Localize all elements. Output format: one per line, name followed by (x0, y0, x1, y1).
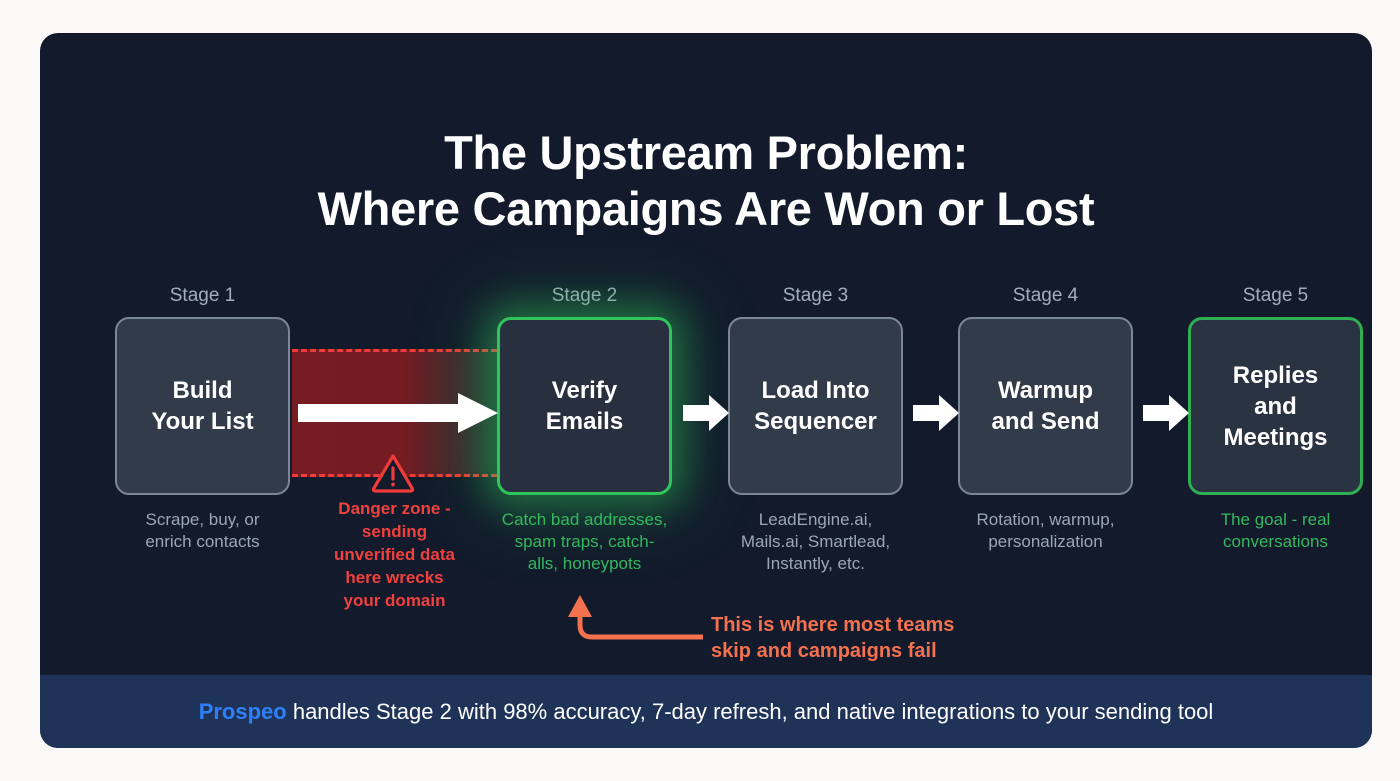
stage-4-label: Stage 4 (1012, 285, 1079, 306)
arrow-stage-1-to-2 (298, 393, 498, 433)
danger-line-3: unverified data (334, 545, 455, 564)
stage-4[interactable]: Stage 4 Warmup and Send Rotation, warmup… (958, 285, 1133, 553)
stage-5-title-line-2: and (1254, 392, 1297, 420)
stage-1-box[interactable]: Build Your List (115, 317, 290, 495)
title-line-2: Where Campaigns Are Won or Lost (317, 182, 1095, 235)
footer-bar: Prospeo handles Stage 2 with 98% accurac… (40, 675, 1372, 748)
stage-3-sub-line-1: LeadEngine.ai, (758, 510, 873, 529)
stage-4-sub-line-2: personalization (988, 532, 1103, 551)
stage-2-label: Stage 2 (551, 285, 618, 306)
callout-line-1: This is where most teams (711, 614, 955, 636)
stage-1-description: Scrape, buy, or enrich contacts (115, 509, 290, 553)
stage-1-title-line-2: Your List (151, 408, 254, 435)
stage-2-sub-line-3: alls, honeypots (527, 554, 642, 573)
stage-2-box[interactable]: Verify Emails (497, 317, 672, 495)
stage-4-box[interactable]: Warmup and Send (958, 317, 1133, 495)
stage-2-sub-line-2: spam traps, catch- (514, 532, 655, 551)
stage-5-sub-line-1: The goal - real (1220, 510, 1331, 529)
stage-5-title-line-3: Meetings (1223, 423, 1328, 451)
callout-elbow-arrow-icon (568, 593, 706, 653)
stage-5-title-line-1: Replies (1232, 361, 1319, 389)
danger-line-4: here wrecks (345, 568, 444, 587)
title-line-1: The Upstream Problem: (444, 126, 968, 179)
stage-1-sub-line-2: enrich contacts (145, 532, 260, 551)
stage-3[interactable]: Stage 3 Load Into Sequencer LeadEngine.a… (728, 285, 903, 575)
warning-triangle-icon (370, 451, 416, 493)
stage-2[interactable]: Stage 2 Verify Emails Catch bad addresse… (497, 285, 672, 575)
stage-1[interactable]: Stage 1 Build Your List Scrape, buy, or … (115, 285, 290, 553)
arrow-stage-2-to-3 (683, 395, 729, 431)
stage-1-label: Stage 1 (169, 285, 236, 306)
stage-2-sub-line-1: Catch bad addresses, (501, 510, 668, 529)
danger-zone-text: Danger zone - sending unverified data he… (292, 497, 497, 612)
footer-message: Prospeo handles Stage 2 with 98% accurac… (199, 699, 1214, 725)
callout-line-2: skip and campaigns fail (711, 640, 937, 662)
callout-text: This is where most teams skip and campai… (711, 612, 954, 664)
danger-line-1: Danger zone - (338, 499, 451, 518)
stage-5-label: Stage 5 (1242, 285, 1309, 306)
danger-line-2: sending (361, 522, 428, 541)
page-title: The Upstream Problem: Where Campaigns Ar… (40, 125, 1372, 237)
infographic-card: The Upstream Problem: Where Campaigns Ar… (40, 33, 1372, 748)
stage-3-title-line-2: Sequencer (754, 408, 877, 435)
stage-1-title-line-1: Build (172, 377, 233, 404)
stage-2-description: Catch bad addresses, spam traps, catch- … (497, 509, 672, 575)
arrow-stage-3-to-4 (913, 395, 959, 431)
stage-3-description: LeadEngine.ai, Mails.ai, Smartlead, Inst… (728, 509, 903, 575)
stage-3-box[interactable]: Load Into Sequencer (728, 317, 903, 495)
stage-4-title-line-2: and Send (991, 408, 1100, 435)
stage-5[interactable]: Stage 5 Replies and Meetings The goal - … (1188, 285, 1363, 553)
stage-5-description: The goal - real conversations (1188, 509, 1363, 553)
stage-1-sub-line-1: Scrape, buy, or (145, 510, 260, 529)
stage-2-title-line-1: Verify (551, 377, 618, 404)
stage-2-title-line-2: Emails (545, 408, 624, 435)
stage-4-description: Rotation, warmup, personalization (958, 509, 1133, 553)
stage-3-sub-line-2: Mails.ai, Smartlead, (740, 532, 891, 551)
footer-body-text: handles Stage 2 with 98% accuracy, 7-day… (286, 698, 1214, 724)
pipeline-flow: Danger zone - sending unverified data he… (40, 33, 1372, 748)
stage-4-title-line-1: Warmup (997, 377, 1094, 404)
stage-3-label: Stage 3 (782, 285, 849, 306)
stage-3-title-line-1: Load Into (761, 377, 870, 404)
stage-3-sub-line-3: Instantly, etc. (766, 554, 865, 573)
arrow-stage-4-to-5 (1143, 395, 1189, 431)
stage-4-sub-line-1: Rotation, warmup, (976, 510, 1115, 529)
brand-name: Prospeo (198, 698, 287, 724)
stage-5-box[interactable]: Replies and Meetings (1188, 317, 1363, 495)
danger-line-5: your domain (343, 591, 446, 610)
stage-5-sub-line-2: conversations (1223, 532, 1328, 551)
